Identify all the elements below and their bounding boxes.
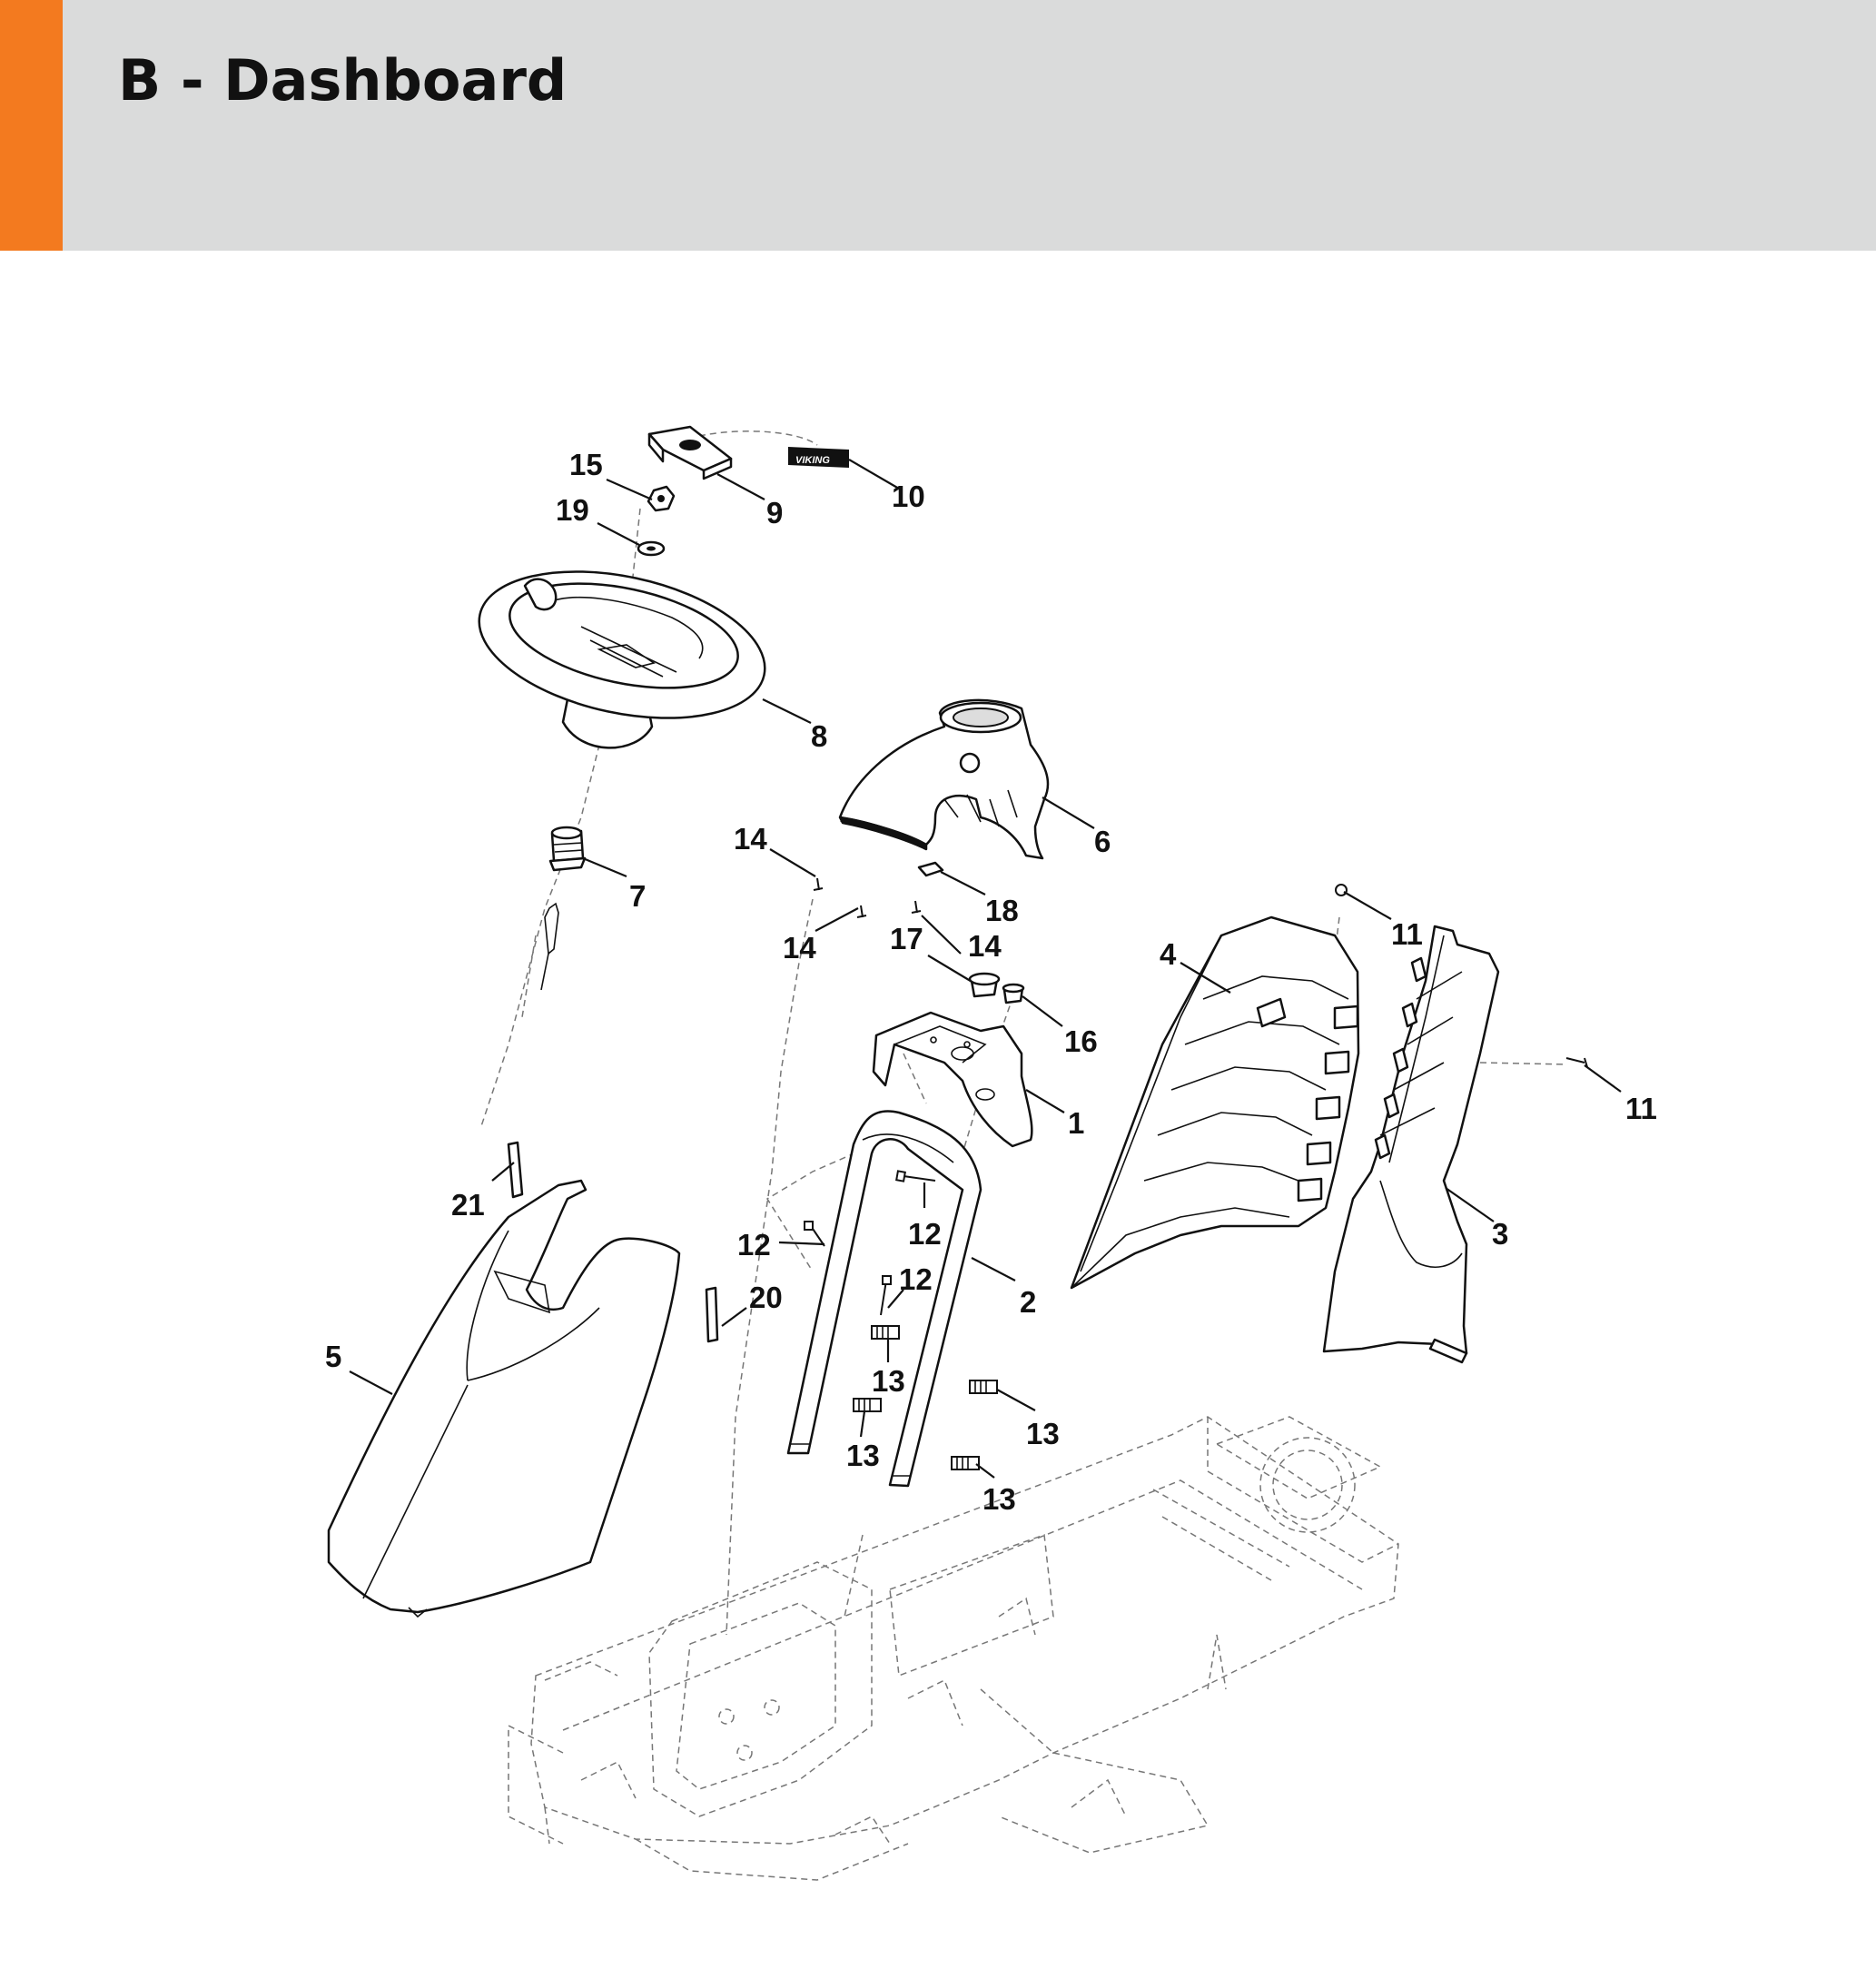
- callout-18: 18: [985, 894, 1019, 927]
- part-4-side-shroud: [1070, 915, 1360, 1290]
- callout-14-b: 14: [783, 931, 816, 965]
- callout-17: 17: [890, 922, 923, 955]
- part-2-support-tube: [786, 1110, 982, 1488]
- callout-14-c: 14: [968, 929, 1002, 963]
- part-15-nut: [647, 485, 676, 512]
- part-12-bolts: [804, 1170, 936, 1316]
- page-title: B - Dashboard: [118, 47, 568, 114]
- part-13-bolts: [853, 1325, 998, 1470]
- callout-5: 5: [325, 1340, 341, 1373]
- callout-15: 15: [569, 448, 603, 481]
- part-10-logo-badge: VIKING: [788, 447, 849, 468]
- part-18-clip: [917, 861, 944, 877]
- part-11-screws: [1335, 884, 1588, 1068]
- callout-8: 8: [811, 719, 827, 753]
- callout-13-c: 13: [1026, 1417, 1060, 1450]
- part-8-steering-wheel: [478, 570, 766, 749]
- callout-7: 7: [629, 879, 646, 913]
- callout-3: 3: [1492, 1217, 1508, 1251]
- viking-logo-text: VIKING: [795, 455, 830, 466]
- callout-14-a: 14: [734, 822, 767, 856]
- steering-shaft: [540, 902, 559, 991]
- callout-4: 4: [1160, 937, 1177, 971]
- callout-leaders: [349, 459, 1622, 1479]
- callout-12-a: 12: [737, 1228, 771, 1262]
- header-accent-bar: [0, 0, 63, 251]
- part-14-screws: [813, 877, 922, 918]
- part-21-clip: [507, 1141, 524, 1199]
- callout-11-b: 11: [1625, 1092, 1657, 1125]
- callout-12-b: 12: [908, 1217, 942, 1251]
- callout-2: 2: [1020, 1285, 1036, 1319]
- chassis-frame: [508, 1416, 1399, 1881]
- part-20-clip: [705, 1286, 719, 1343]
- part-17-bushing: [968, 972, 1001, 998]
- callout-12-c: 12: [899, 1262, 933, 1296]
- callout-1: 1: [1068, 1106, 1084, 1140]
- part-19-washer: [637, 540, 666, 557]
- part-3-side-shroud: [1322, 925, 1500, 1364]
- callout-19: 19: [556, 493, 589, 527]
- part-16-bushing: [1002, 983, 1025, 1004]
- part-9-steering-cap: [647, 425, 733, 480]
- part-5-front-panel: [327, 1179, 681, 1618]
- callout-20: 20: [749, 1281, 783, 1314]
- callout-13-a: 13: [872, 1364, 905, 1398]
- part-1-steering-bracket: [872, 1011, 1033, 1148]
- header-band: [0, 0, 1876, 251]
- callout-13-d: 13: [982, 1482, 1016, 1516]
- callout-21: 21: [451, 1188, 485, 1222]
- callout-labels: 15 19 9 10 8 6 7 14 14 18 17 14 16 1 4 1…: [325, 448, 1657, 1516]
- callout-11-a: 11: [1391, 917, 1423, 951]
- callout-9: 9: [766, 496, 783, 529]
- part-6-upper-console: [838, 698, 1050, 860]
- callout-16: 16: [1064, 1024, 1098, 1058]
- callout-6: 6: [1094, 825, 1111, 858]
- callout-13-b: 13: [846, 1439, 880, 1472]
- callout-10: 10: [892, 480, 925, 513]
- part-7-steering-bushing: [548, 826, 587, 872]
